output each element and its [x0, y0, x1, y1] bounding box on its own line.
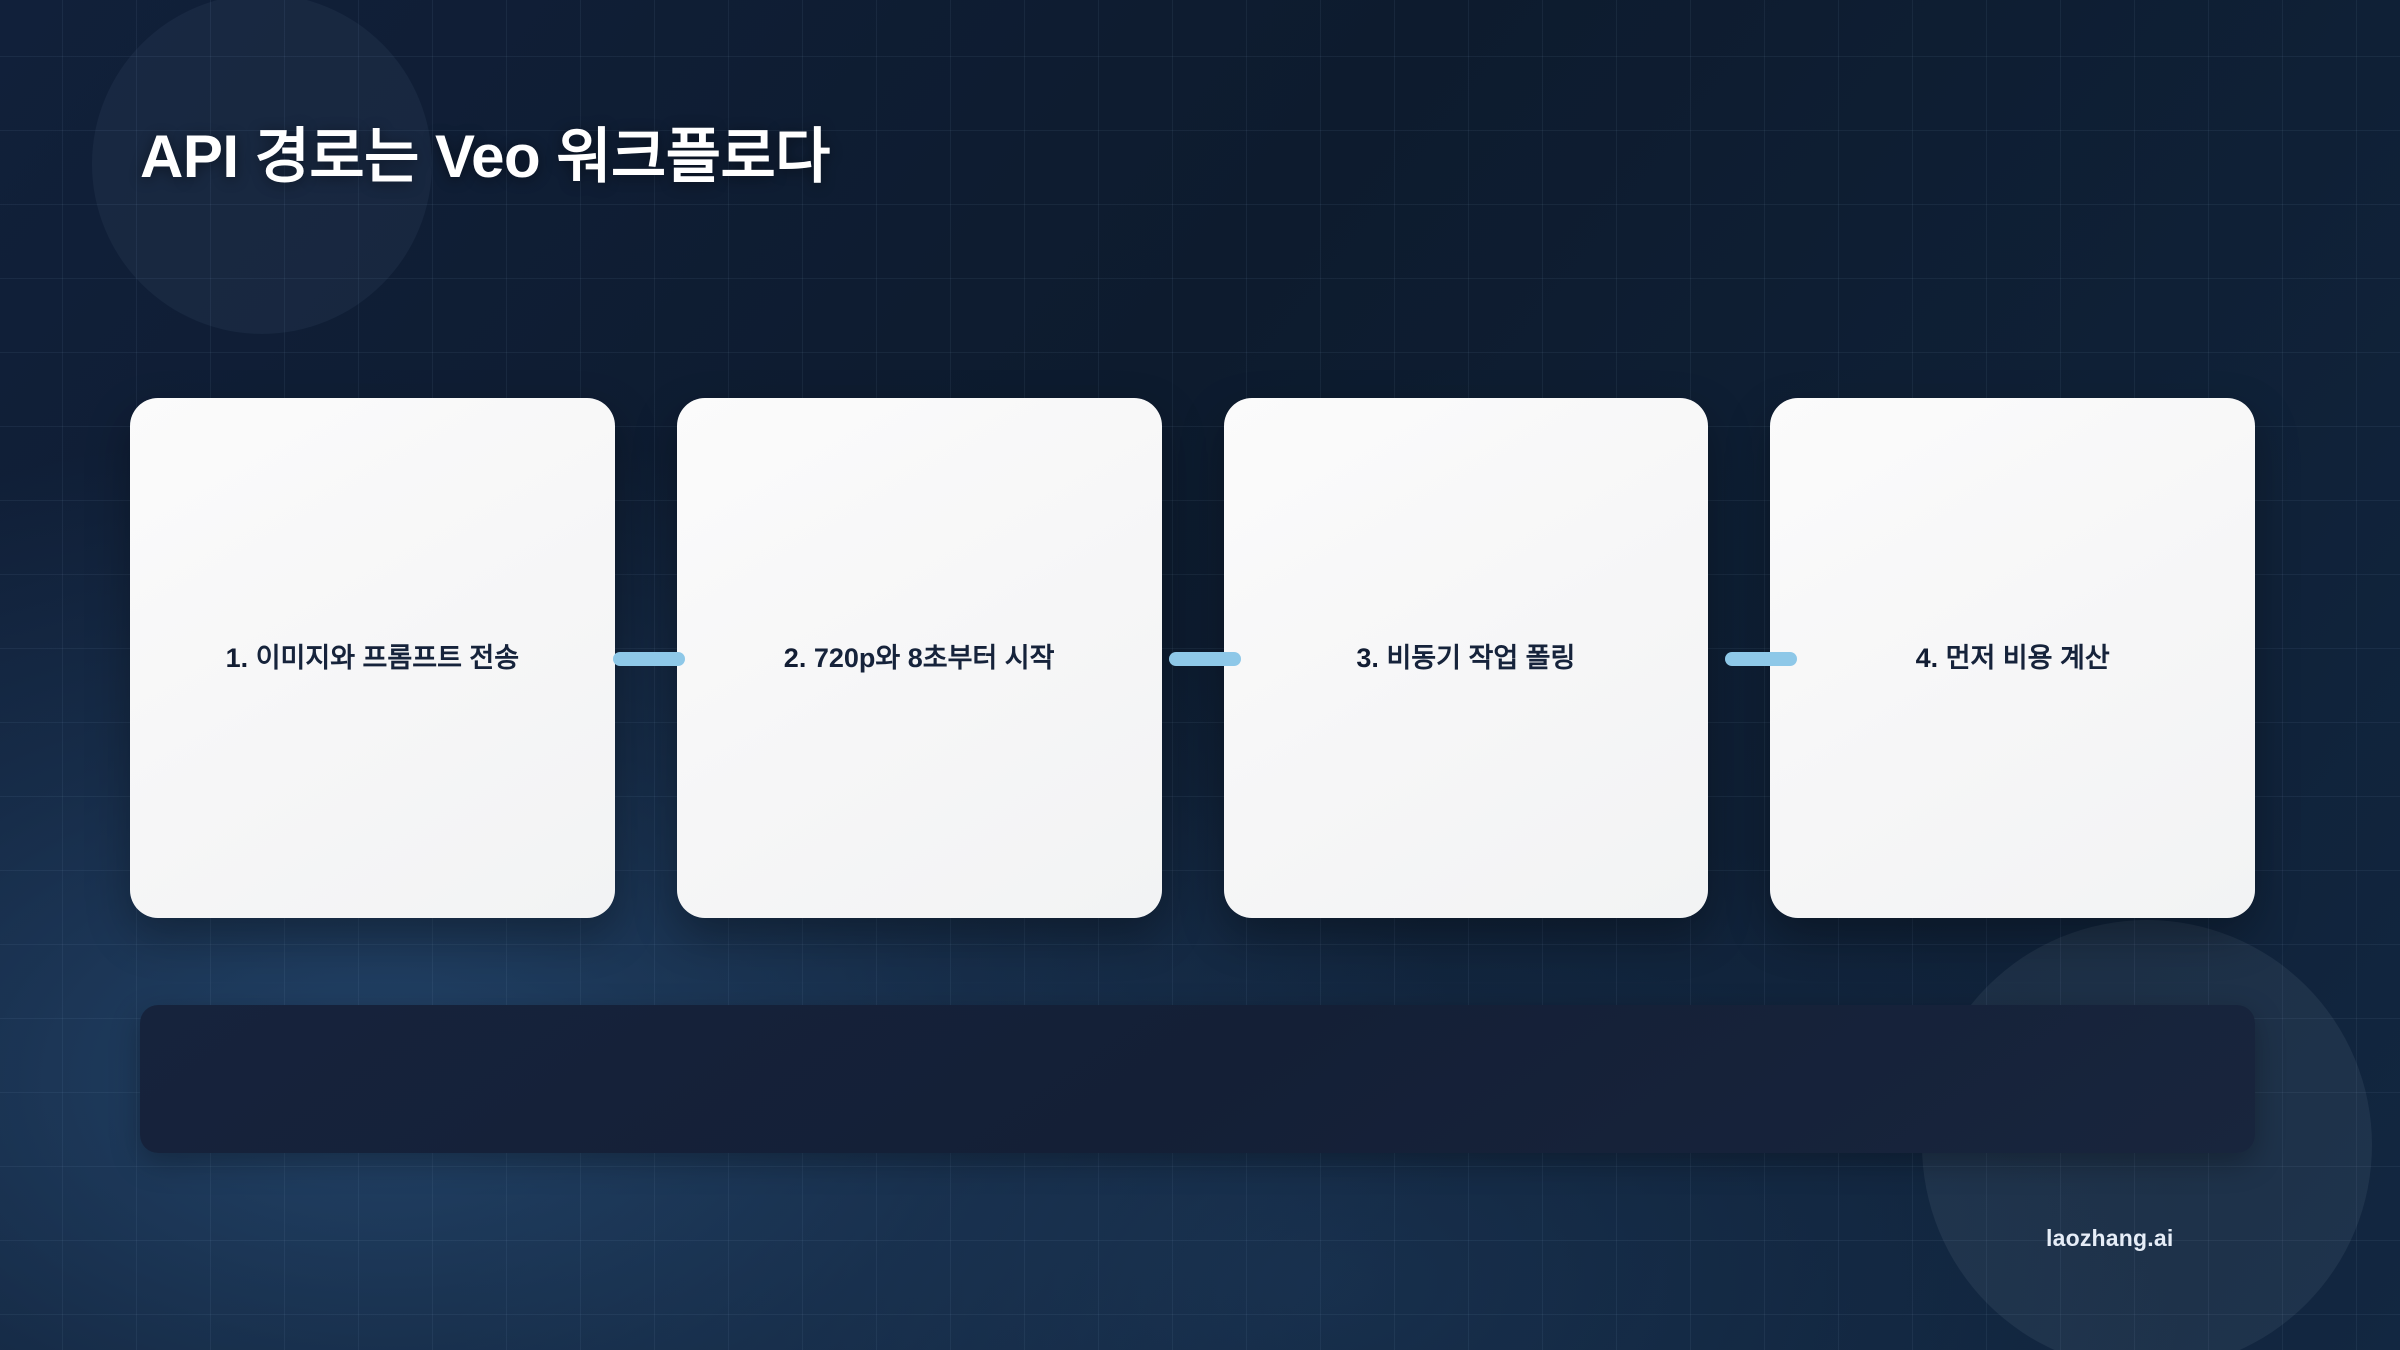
workflow-step-card-3[interactable]: 3. 비동기 작업 폴링 [1223, 398, 1709, 918]
workflow-step-label-1: 1. 이미지와 프롬프트 전송 [226, 640, 519, 676]
workflow-step-label-4: 4. 먼저 비용 계산 [1916, 640, 2110, 676]
workflow-step-number-3: 3. [1356, 642, 1379, 673]
page-title: API 경로는 Veo 워크플로다 [140, 123, 830, 190]
watermark-logo: laozhang.ai [2046, 1225, 2174, 1251]
workflow-step-number-4: 4. [1915, 642, 1939, 673]
workflow-step-card-2[interactable]: 2. 720p와 8초부터 시작 [676, 398, 1162, 918]
workflow-step-text-2: 720p와 8초부터 시작 [813, 642, 1055, 673]
workflow-step-card-1[interactable]: 1. 이미지와 프롬프트 전송 [130, 398, 615, 918]
workflow-step-text-4: 먼저 비용 계산 [1945, 642, 2110, 673]
workflow-step-text-3: 비동기 작업 폴링 [1386, 642, 1576, 673]
workflow-step-number-2: 2. [783, 642, 807, 673]
workflow-step-card-4[interactable]: 4. 먼저 비용 계산 [1770, 398, 2255, 918]
bottom-panel [140, 1005, 2255, 1153]
workflow-step-text-1: 이미지와 프롬프트 전송 [255, 642, 520, 673]
workflow-step-label-3: 3. 비동기 작업 폴링 [1356, 640, 1575, 676]
workflow-step-number-1: 1. [225, 642, 249, 673]
workflow-step-cards: 1. 이미지와 프롬프트 전송 2. 720p와 8초부터 시작 3. 비동기 … [130, 398, 2255, 918]
workflow-step-label-2: 2. 720p와 8초부터 시작 [784, 640, 1055, 676]
